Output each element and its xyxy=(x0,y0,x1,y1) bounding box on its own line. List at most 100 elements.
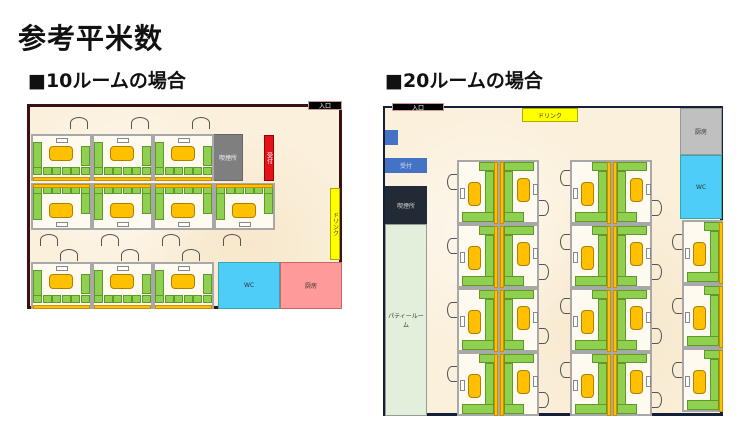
karaoke-room[interactable] xyxy=(457,160,498,224)
sofa-seat xyxy=(183,295,193,303)
sofa-left xyxy=(216,190,225,220)
section-heading-20-rooms: ■20ルームの場合 xyxy=(385,70,543,92)
sofa-seat xyxy=(183,167,193,175)
sofa-bottom xyxy=(575,212,607,222)
counter-bar xyxy=(494,226,498,288)
karaoke-room[interactable] xyxy=(31,183,92,230)
counter-bar xyxy=(613,290,617,352)
sofa-bottom xyxy=(504,404,524,414)
sofa-seat xyxy=(122,295,132,303)
tv-icon xyxy=(56,266,68,271)
karaoke-room[interactable] xyxy=(498,160,539,224)
drink-bar: ドリンク xyxy=(522,108,578,122)
sofa-seat xyxy=(132,295,141,303)
karaoke-room[interactable] xyxy=(457,224,498,288)
karaoke-room[interactable] xyxy=(498,352,539,416)
karaoke-room[interactable] xyxy=(611,288,652,352)
table-icon xyxy=(171,274,195,289)
sofa-left xyxy=(33,142,42,168)
karaoke-room[interactable] xyxy=(570,288,611,352)
sofa-right xyxy=(142,146,151,166)
sofa-left xyxy=(94,142,103,168)
blue-marker xyxy=(385,130,398,145)
karaoke-room[interactable] xyxy=(570,160,611,224)
counter-bar xyxy=(155,184,212,188)
tv-icon xyxy=(533,248,538,259)
door-icon xyxy=(60,249,78,261)
karaoke-room[interactable] xyxy=(31,262,92,309)
counter-bar xyxy=(33,305,90,309)
door-icon xyxy=(182,249,200,261)
sofa-seat xyxy=(141,295,151,303)
tv-icon xyxy=(117,138,129,143)
sofa-seat xyxy=(202,167,212,175)
sofa-left xyxy=(504,363,513,405)
karaoke-room[interactable] xyxy=(153,262,214,309)
sofa-seat xyxy=(94,295,103,303)
tv-icon xyxy=(685,312,690,323)
tv-icon xyxy=(646,184,651,195)
karaoke-room[interactable] xyxy=(498,224,539,288)
karaoke-room[interactable] xyxy=(92,262,153,309)
door-icon xyxy=(560,234,570,250)
table-icon xyxy=(171,203,195,218)
wc-area: WC xyxy=(680,155,722,219)
drink-label: ドリンク xyxy=(331,212,339,236)
sofa-bottom xyxy=(575,404,607,414)
sofa-seat xyxy=(33,167,42,175)
sofa-left xyxy=(155,142,164,168)
tv-icon xyxy=(178,222,190,227)
door-icon xyxy=(539,328,549,344)
karaoke-room[interactable] xyxy=(214,183,275,230)
karaoke-room[interactable] xyxy=(682,348,723,412)
karaoke-room[interactable] xyxy=(31,134,92,181)
table-icon xyxy=(517,242,530,266)
tv-icon xyxy=(646,376,651,387)
karaoke-room[interactable] xyxy=(92,183,153,230)
table-icon xyxy=(232,203,256,218)
sofa-left xyxy=(504,235,513,277)
sofa-bottom xyxy=(462,340,494,350)
karaoke-room[interactable] xyxy=(457,288,498,352)
karaoke-room[interactable] xyxy=(92,134,153,181)
smoking-area: 喫煙所 xyxy=(213,134,243,181)
karaoke-room[interactable] xyxy=(153,183,214,230)
karaoke-room[interactable] xyxy=(570,224,611,288)
sofa-right xyxy=(203,146,212,166)
section-heading-10-rooms: ■10ルームの場合 xyxy=(28,70,186,92)
sofa-top xyxy=(504,354,534,363)
karaoke-room[interactable] xyxy=(570,352,611,416)
sofa-seat xyxy=(113,295,122,303)
sofa-bottom xyxy=(504,340,524,350)
counter-bar xyxy=(494,354,498,416)
tv-icon xyxy=(685,248,690,259)
karaoke-room[interactable] xyxy=(498,288,539,352)
page-title: 参考平米数 xyxy=(18,22,164,55)
door-icon xyxy=(121,249,139,261)
sofa-bottom xyxy=(687,272,719,282)
sofa-right xyxy=(710,231,719,273)
karaoke-room[interactable] xyxy=(457,352,498,416)
tv-icon xyxy=(56,138,68,143)
karaoke-room[interactable] xyxy=(682,284,723,348)
karaoke-room[interactable] xyxy=(611,352,652,416)
table-icon xyxy=(110,203,134,218)
sofa-seat xyxy=(71,295,80,303)
sofa-bottom xyxy=(462,276,494,286)
table-icon xyxy=(693,370,706,394)
karaoke-room[interactable] xyxy=(682,220,723,284)
counter-bar xyxy=(500,226,504,288)
door-icon xyxy=(40,234,58,246)
door-icon xyxy=(70,117,88,129)
karaoke-room[interactable] xyxy=(611,160,652,224)
table-icon xyxy=(517,370,530,394)
sofa-left xyxy=(33,190,42,220)
sofa-right xyxy=(485,171,494,213)
table-icon xyxy=(517,178,530,202)
karaoke-room[interactable] xyxy=(611,224,652,288)
sofa-bottom xyxy=(575,276,607,286)
sofa-seat xyxy=(61,295,71,303)
karaoke-room[interactable] xyxy=(153,134,214,181)
tv-icon xyxy=(573,316,578,327)
sofa-left xyxy=(155,190,164,220)
